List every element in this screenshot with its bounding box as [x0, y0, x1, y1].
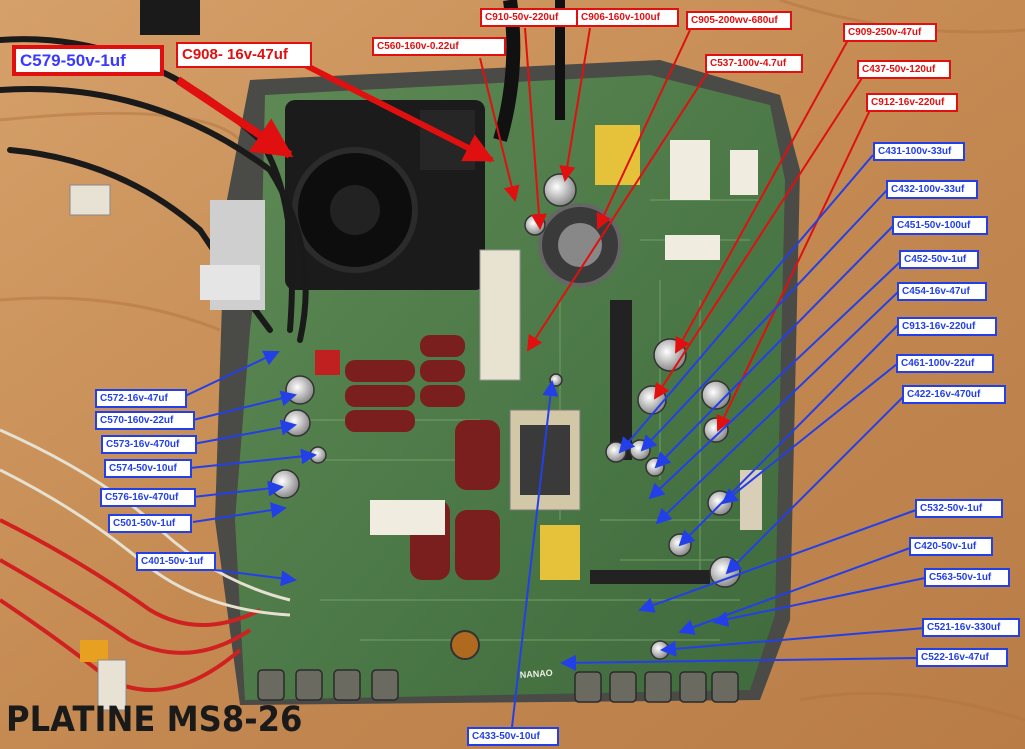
callout-c422: C422-16v-470uf — [902, 385, 1006, 404]
callout-c579: C579-50v-1uf — [12, 45, 164, 76]
callout-c560: C560-160v-0.22uf — [372, 37, 506, 56]
callout-c913: C913-16v-220uf — [897, 317, 997, 336]
callout-c461: C461-100v-22uf — [896, 354, 994, 373]
callout-c532: C532-50v-1uf — [915, 499, 1003, 518]
callout-c576: C576-16v-470uf — [100, 488, 196, 507]
callout-c906: C906-160v-100uf — [576, 8, 679, 27]
callout-c501: C501-50v-1uf — [108, 514, 192, 533]
callout-c521: C521-16v-330uf — [922, 618, 1020, 637]
callout-c432: C432-100v-33uf — [886, 180, 978, 199]
callout-c910: C910-50v-220uf — [480, 8, 582, 27]
callout-c573: C573-16v-470uf — [101, 435, 197, 454]
callout-c908: C908- 16v-47uf — [176, 42, 312, 68]
callout-c454: C454-16v-47uf — [897, 282, 987, 301]
callout-c437: C437-50v-120uf — [857, 60, 951, 79]
callout-c905: C905-200wv-680uf — [686, 11, 792, 30]
callout-c522: C522-16v-47uf — [916, 648, 1008, 667]
callout-c452: C452-50v-1uf — [899, 250, 979, 269]
board-title: PLATINE MS8-26 — [6, 700, 303, 740]
callout-c401: C401-50v-1uf — [136, 552, 216, 571]
callout-c570: C570-160v-22uf — [95, 411, 195, 430]
callout-c431: C431-100v-33uf — [873, 142, 965, 161]
callout-c563: C563-50v-1uf — [924, 568, 1010, 587]
callout-c572: C572-16v-47uf — [95, 389, 187, 408]
callout-c574: C574-50v-10uf — [104, 459, 192, 478]
callout-c451: C451-50v-100uf — [892, 216, 988, 235]
callout-c909: C909-250v-47uf — [843, 23, 937, 42]
callout-c912: C912-16v-220uf — [866, 93, 958, 112]
callout-c537: C537-100v-4.7uf — [705, 54, 803, 73]
callout-c420: C420-50v-1uf — [909, 537, 993, 556]
callout-c433: C433-50v-10uf — [467, 727, 559, 746]
